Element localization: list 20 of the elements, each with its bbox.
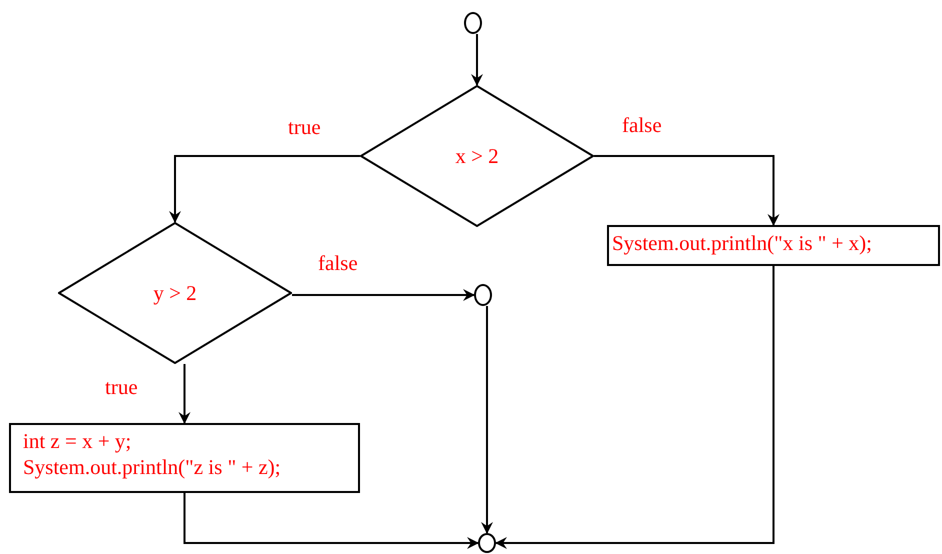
code-line: System.out.println("x is " + x);: [612, 230, 873, 256]
decision-diamond: [360, 85, 594, 227]
code-line: int z = x + y;: [23, 428, 132, 454]
arrow: [184, 493, 479, 549]
condition-text: x > 2: [455, 142, 499, 170]
arrow: [292, 289, 475, 301]
start-end-circle: [464, 12, 482, 34]
arrow: [471, 34, 483, 86]
arrow: [169, 155, 360, 223]
arrow: [594, 155, 780, 226]
process-box: [9, 423, 360, 493]
decision-diamond: [58, 222, 292, 364]
condition-text: y > 2: [153, 280, 197, 306]
arrow: [495, 266, 774, 549]
arrow: [178, 364, 190, 424]
start-end-circle: [478, 533, 496, 553]
process-box: [607, 225, 940, 266]
code-line: System.out.println("z is " + z);: [23, 454, 282, 480]
start-end-circle: [474, 284, 492, 306]
arrow: [481, 306, 493, 534]
